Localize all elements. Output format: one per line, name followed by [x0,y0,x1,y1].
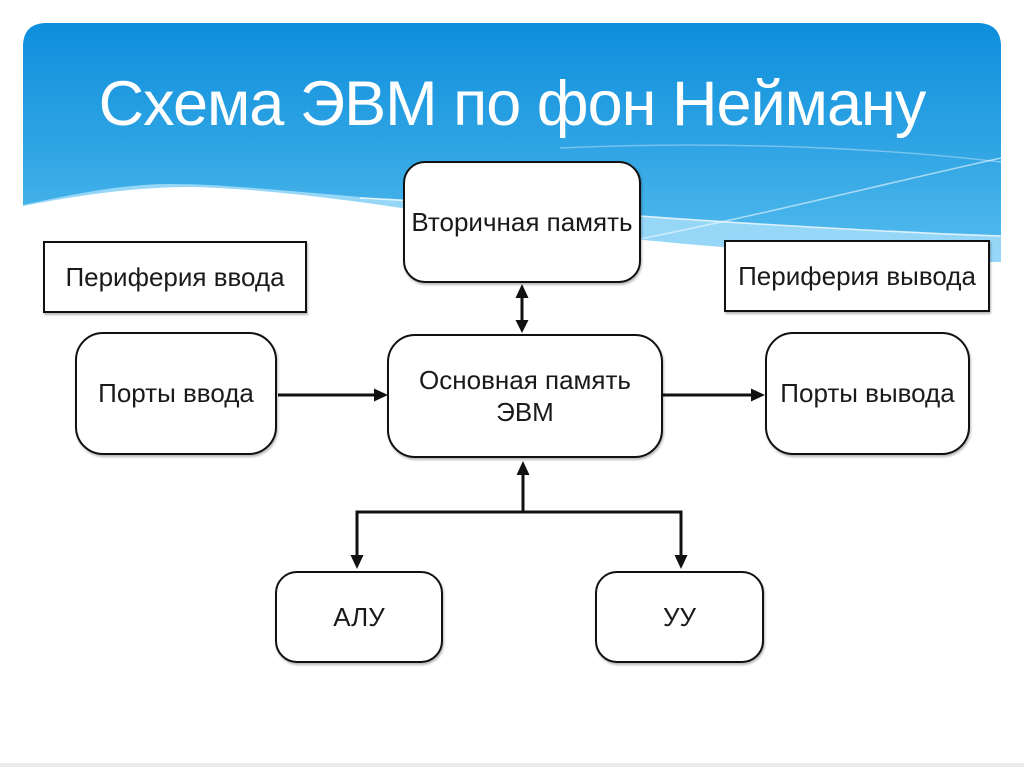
node-control-unit-label: УУ [662,601,697,632]
node-output-ports: Порты вывода [765,332,970,455]
node-main-memory-label-line2: ЭВМ [496,397,554,427]
node-alu: АЛУ [275,571,443,663]
bottom-edge-strip [0,763,1024,767]
node-secondary-memory-label: Вторичная память [411,206,633,237]
header-wave-background [23,23,1002,273]
node-secondary-memory: Вторичная память [403,161,641,283]
edge-main-memory-output-ports [662,388,765,402]
node-main-memory: Основная память ЭВМ [387,334,663,458]
blue-header-panel [23,23,1001,236]
node-input-ports-label: Порты ввода [98,378,254,409]
wave-hairline-upper [559,144,1002,163]
node-control-unit: УУ [595,571,764,663]
node-peripheral-input-label: Периферия ввода [65,261,285,292]
node-main-memory-label-line1: Основная память [419,364,631,395]
slide-title: Схема ЭВМ по фон Нейману [98,69,927,139]
node-input-ports: Порты ввода [75,332,277,455]
edge-processor-branch [350,461,688,569]
node-output-ports-label: Порты вывода [780,378,955,409]
node-peripheral-output: Периферия вывода [724,240,990,312]
edge-input-ports-main-memory [278,388,388,402]
node-peripheral-output-label: Периферия вывода [738,260,976,291]
node-main-memory-label: Основная память ЭВМ [419,364,631,429]
node-alu-label: АЛУ [333,601,385,632]
node-peripheral-input: Периферия ввода [43,241,307,313]
